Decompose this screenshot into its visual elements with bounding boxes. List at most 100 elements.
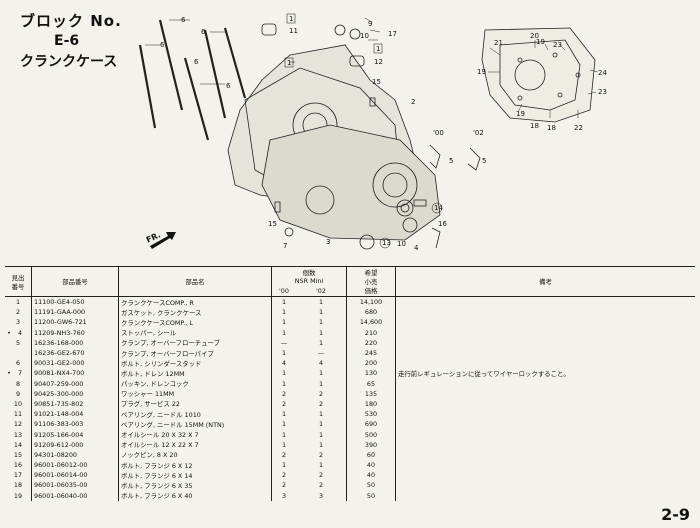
stud-bolt-shape — [158, 19, 184, 111]
row-price: 14,600 — [346, 317, 396, 328]
stud-bolt-shape — [223, 27, 247, 99]
callout-7: 7 — [283, 242, 287, 250]
row-number-text: 6 — [15, 359, 21, 368]
plug-shape — [334, 24, 346, 36]
row-part-name: ボルト, フランジ 6 X 14 — [118, 470, 272, 481]
row-number: 16 — [5, 460, 32, 470]
row-remark — [395, 317, 695, 328]
row-part-name: クランクケースCOMP., L — [118, 317, 272, 328]
callout-3: 3 — [326, 238, 330, 246]
header-model: NSR Mini — [294, 276, 324, 285]
header-qty: 個数 — [302, 268, 316, 277]
row-remark — [395, 358, 695, 369]
row-part-name: ボルト, フランジ 6 X 12 — [118, 460, 272, 471]
row-remark — [395, 327, 695, 338]
stud-bolt-shape — [203, 29, 227, 119]
row-number-text: 16 — [13, 461, 23, 470]
callout-20: 20 — [530, 32, 539, 40]
row-qty-00: 1 — [271, 307, 296, 318]
knock-pin-shape — [369, 97, 376, 107]
row-qty-00: 2 — [271, 398, 296, 410]
row-remark — [395, 490, 695, 501]
callout-19: 19 — [477, 68, 486, 76]
row-qty-02: 1 — [318, 338, 324, 347]
row-part-name: クランクケースCOMP., R — [118, 296, 272, 308]
row-remark — [395, 419, 695, 430]
row-part-name: ストッパー, シール — [118, 327, 272, 338]
row-number-text: 17 — [13, 471, 23, 480]
block-label: ブロック No. — [20, 12, 122, 30]
row-number: 3 — [5, 317, 32, 327]
knock-pin-shape — [274, 201, 281, 213]
row-part-name: ボルト, ドレン 12MM — [118, 368, 272, 379]
callout-12: 12 — [374, 58, 383, 66]
title-block: ブロック No. E-6 クランクケース — [20, 10, 122, 71]
row-part-name: ワッシャー 11MM — [118, 388, 272, 399]
header-see-no: 見出 番号 — [5, 266, 32, 297]
stud-bolt-shape — [183, 57, 210, 141]
row-qty-02: 2 — [318, 389, 324, 398]
row-qty-02: 1 — [318, 298, 324, 307]
needle-bearing-shape — [349, 55, 365, 67]
callout-6: 6 — [160, 41, 165, 49]
row-number-text: 14 — [13, 440, 23, 449]
plug-shape — [402, 217, 418, 233]
callout-18: 18 — [547, 124, 556, 132]
row-number: 19 — [5, 491, 32, 501]
callout-17: 17 — [388, 30, 397, 38]
row-remark — [395, 480, 695, 491]
row-price: 530 — [346, 409, 396, 420]
row-qty-00: 1 — [271, 429, 296, 440]
front-arrow-icon — [150, 232, 176, 249]
header-remarks: 備考 — [395, 266, 695, 297]
callout-15: 15 — [268, 220, 277, 228]
row-qty-02: 1 — [318, 379, 324, 388]
row-number: 17 — [5, 470, 32, 480]
row-qty-00: 4 — [271, 358, 296, 369]
row-price: 180 — [346, 398, 396, 410]
callout-19: 19 — [536, 38, 545, 46]
row-part-name: ノックピン, 8 X 20 — [118, 449, 272, 460]
callout-18: 18 — [530, 122, 539, 130]
row-price: 500 — [346, 429, 396, 440]
row-price: 60 — [346, 449, 396, 460]
row-remark — [395, 409, 695, 420]
row-price: 200 — [346, 358, 396, 369]
clamp-02-shape — [467, 147, 481, 171]
row-number-text: 2 — [15, 308, 21, 317]
row-qty-02: 1 — [318, 308, 324, 317]
row-mark: • — [7, 328, 11, 337]
row-qty-00: 2 — [271, 470, 296, 481]
row-price: 135 — [346, 388, 396, 399]
row-number-text: 12 — [13, 420, 23, 429]
block-code: E-6 — [54, 33, 80, 49]
row-number-text: 10 — [13, 399, 23, 408]
row-price: 680 — [346, 307, 396, 318]
row-number-text: 8 — [15, 379, 21, 388]
row-part-number: 91205-166-004 — [31, 429, 119, 440]
row-qty-02: 2 — [318, 450, 324, 459]
row-qty-00: 1 — [271, 439, 296, 450]
row-number: 2 — [5, 307, 32, 317]
row-price: 50 — [346, 490, 396, 501]
row-part-name: クランプ, オーバーフローチューブ — [118, 337, 272, 348]
row-price: 14,100 — [346, 296, 396, 308]
callout-6: 6 — [194, 58, 199, 66]
parts-table: 見出 番号 部品番号 部品名 個数 NSR Mini 希望 小売 価格 備考 '… — [5, 266, 695, 501]
row-number: 8 — [5, 379, 32, 389]
row-remark — [395, 388, 695, 399]
callout-6: 6 — [226, 82, 231, 90]
row-price: 690 — [346, 419, 396, 430]
row-mark: • — [7, 369, 11, 378]
stopper-shape — [413, 199, 427, 207]
row-number: 10 — [5, 399, 32, 409]
row-number: •4 — [5, 328, 32, 338]
header-price: 希望 小売 価格 — [346, 266, 396, 297]
row-part-name: ガスケット, クランクケース — [118, 307, 272, 318]
row-number-text: 11 — [13, 410, 23, 419]
row-number: •7 — [5, 368, 32, 378]
